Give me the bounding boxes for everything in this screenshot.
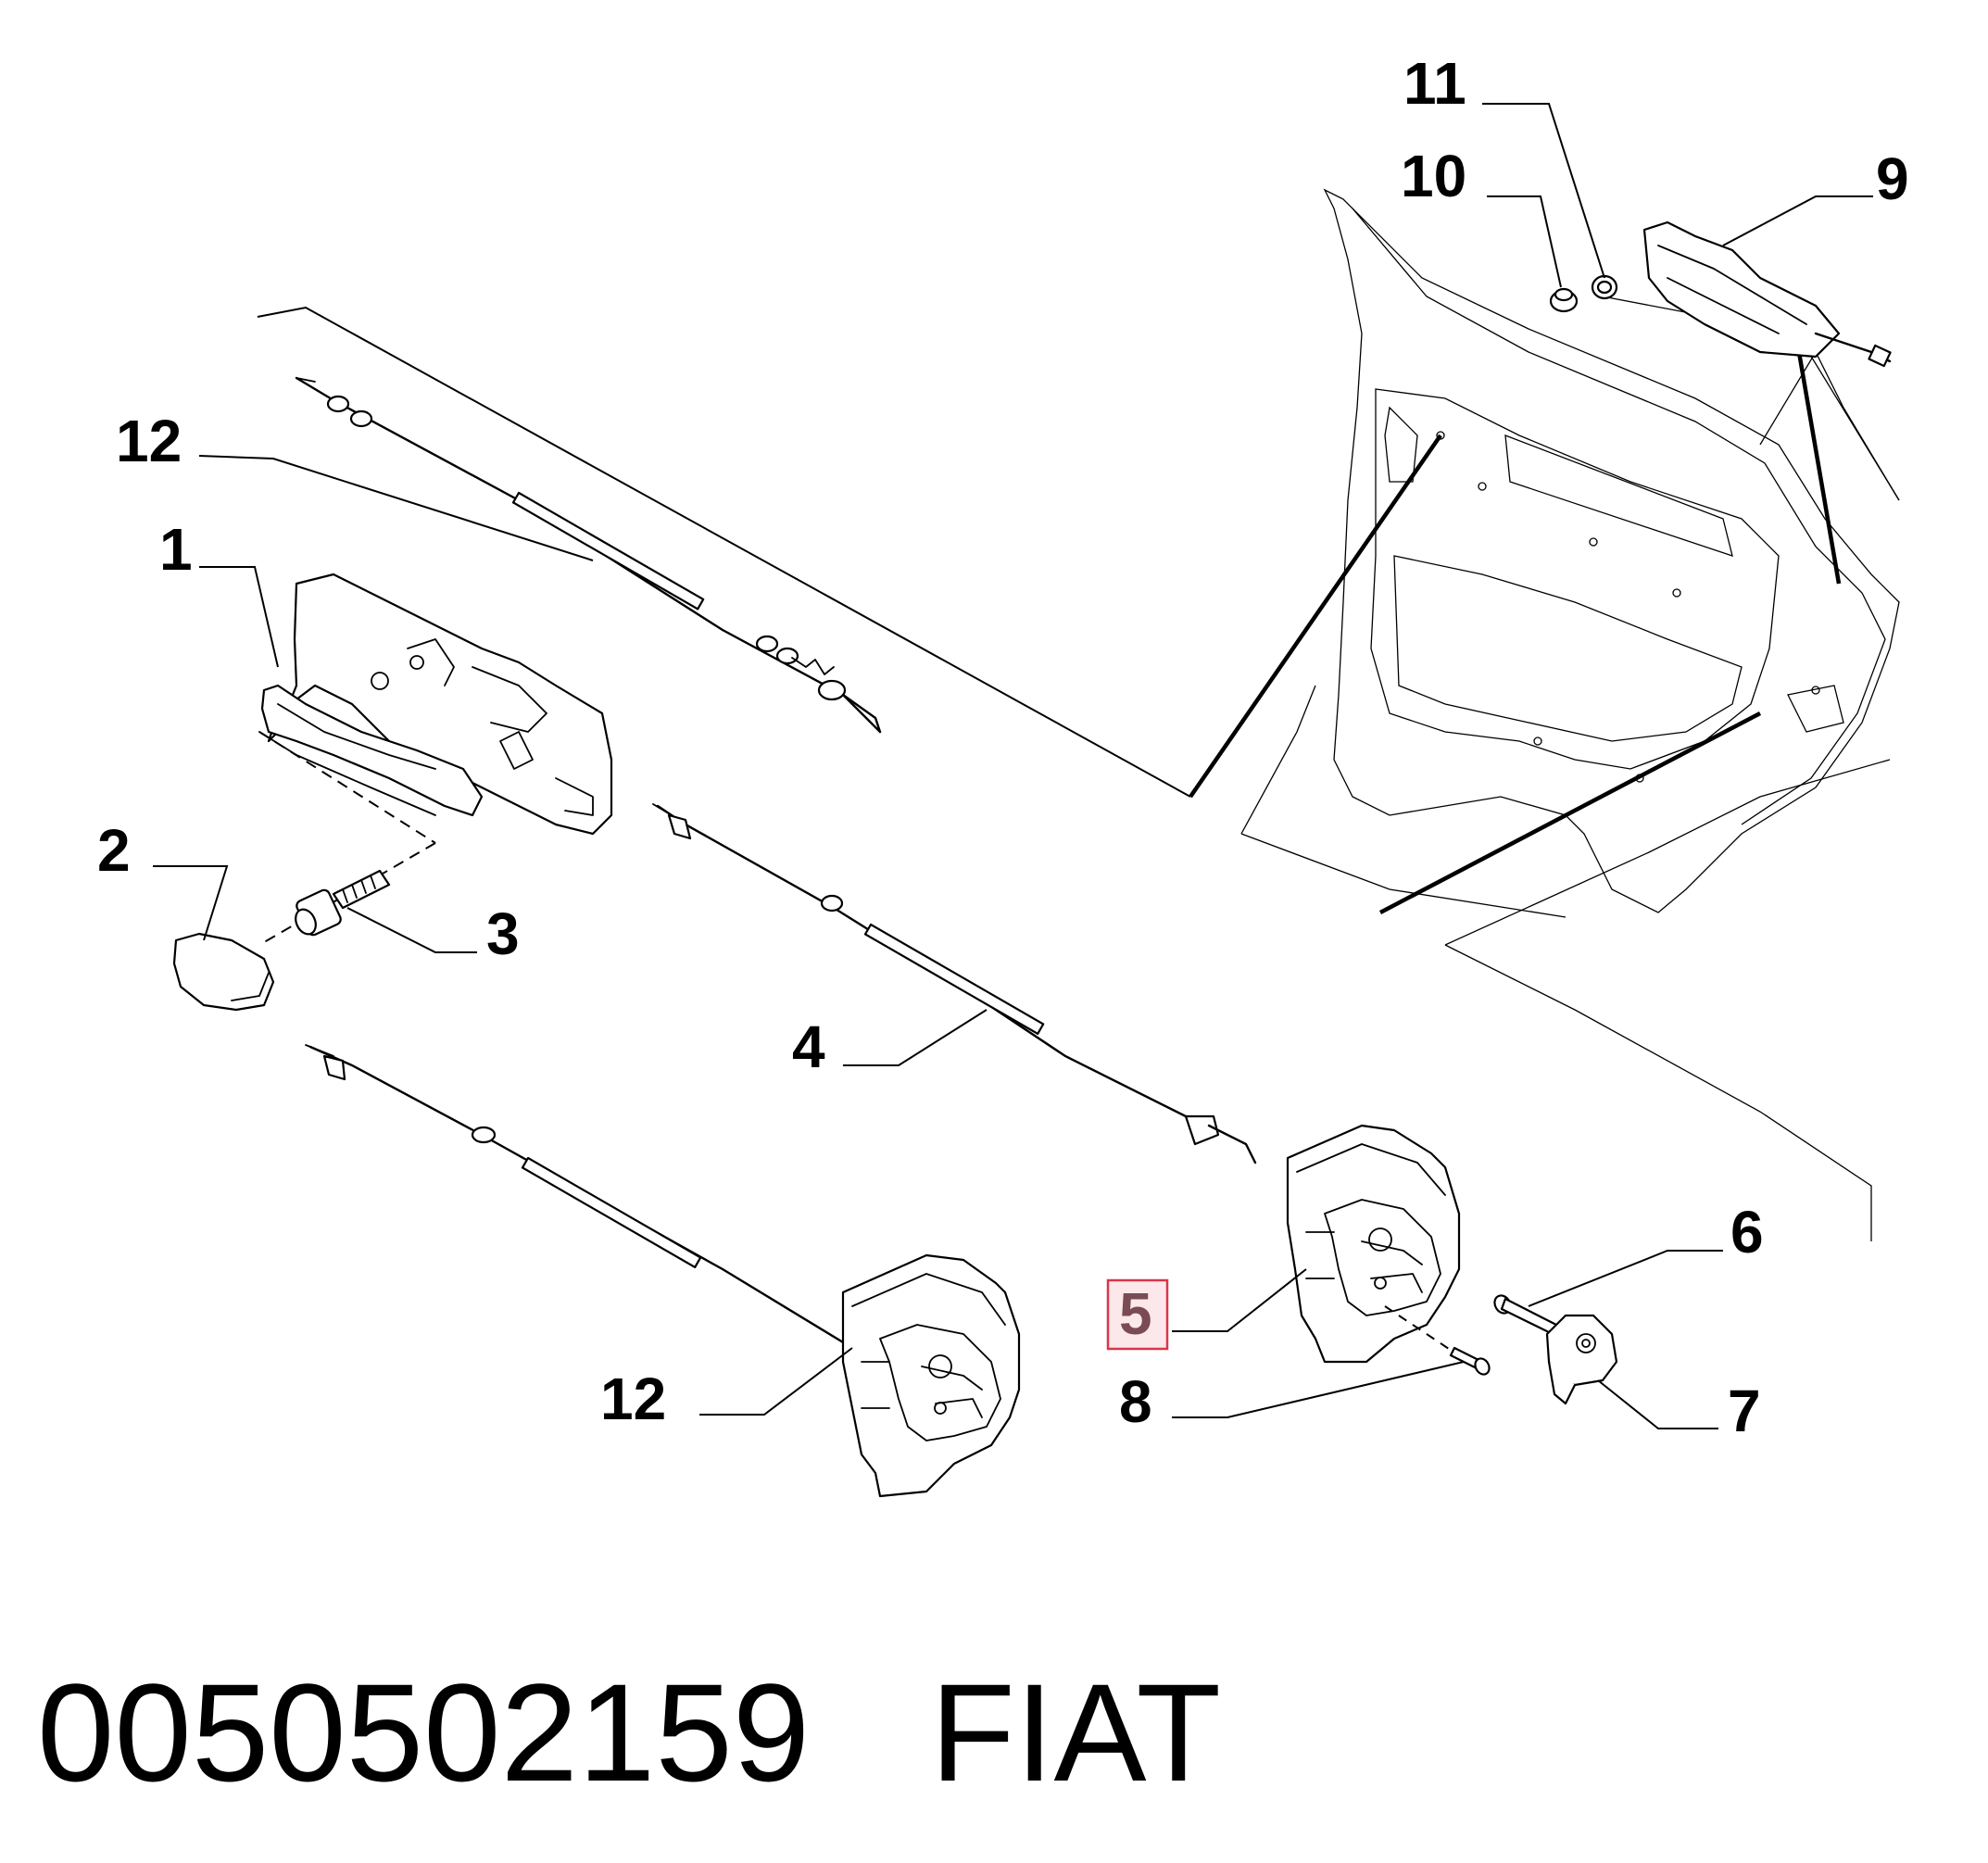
part-11-grommet xyxy=(1591,274,1618,300)
part-6-bolt xyxy=(1493,1294,1558,1336)
footer-caption: 0050502159 FIAT xyxy=(37,1640,1221,1825)
callout-labels: 11 10 9 12 1 2 3 4 12 5 8 6 7 xyxy=(97,50,1909,1444)
callout-3: 3 xyxy=(486,900,520,967)
callout-6: 6 xyxy=(1730,1199,1764,1265)
part-9-exterior-handle xyxy=(1642,220,1892,368)
callout-10: 10 xyxy=(1401,143,1466,209)
callout-9: 9 xyxy=(1876,145,1909,212)
part-1-inner-handle xyxy=(258,573,613,836)
callout-12-bottom: 12 xyxy=(600,1366,666,1432)
callout-5-highlight-box xyxy=(1106,1278,1169,1351)
door-leader-upper xyxy=(1189,434,1442,799)
part-5-door-lock xyxy=(1286,1124,1461,1364)
callout-5: 5 xyxy=(1119,1280,1152,1347)
assembly-leader-top xyxy=(257,306,1191,798)
callout-4: 4 xyxy=(792,1013,825,1080)
part-1-dashed-line xyxy=(258,731,436,844)
callout-7: 7 xyxy=(1728,1378,1761,1444)
part-3-screw xyxy=(295,869,391,937)
brand-name: FIAT xyxy=(930,1655,1222,1810)
part-12-lower-cable xyxy=(305,1044,854,1350)
door-leader-lower xyxy=(1378,711,1762,914)
part-2-cap xyxy=(172,932,275,1012)
callout-1: 1 xyxy=(159,516,193,583)
callout-11: 11 xyxy=(1403,50,1466,117)
part-7-striker xyxy=(1545,1314,1618,1405)
part-5-dashed-line xyxy=(1384,1305,1455,1353)
callout-8: 8 xyxy=(1119,1368,1152,1435)
part-4-cable xyxy=(652,803,1257,1164)
part-12-lock-actuator xyxy=(841,1253,1021,1498)
callout-leaders xyxy=(153,103,1873,1429)
part-8-screw xyxy=(1449,1346,1491,1376)
callout-2: 2 xyxy=(97,817,131,884)
part-12-upper-cable xyxy=(295,376,882,734)
part-10-clip xyxy=(1549,287,1579,313)
callout-12-top: 12 xyxy=(116,408,182,474)
part-number: 0050502159 xyxy=(37,1655,811,1810)
